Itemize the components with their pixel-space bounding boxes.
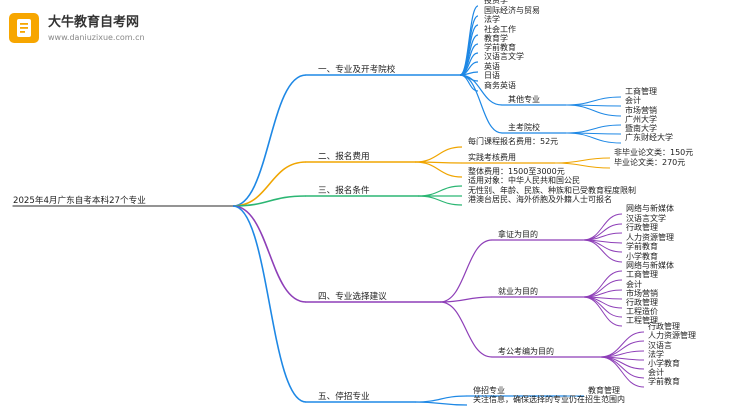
subtopic[interactable]: 拿证为目的 (498, 230, 538, 239)
leaf-topic[interactable]: 工程管理 (626, 316, 658, 325)
subtopic[interactable]: 法学 (484, 15, 500, 24)
leaf-topic[interactable]: 工商管理 (625, 87, 657, 96)
leaf-topic[interactable]: 毕业论文类：270元 (614, 158, 686, 167)
leaf-connector (554, 157, 611, 164)
leaf-topic[interactable]: 会计 (625, 96, 641, 105)
subtopic[interactable]: 商务英语 (484, 81, 516, 90)
leaf-topic[interactable]: 小学教育 (648, 359, 680, 368)
subtopic[interactable]: 社会工作 (484, 25, 516, 34)
subtopic[interactable]: 无性别、年龄、民族、种族和已受教育程度限制 (468, 186, 636, 195)
subtopic[interactable]: 实践考核费用 (468, 153, 516, 162)
subtopic[interactable]: 教育学 (484, 34, 508, 43)
book-logo-icon (9, 13, 39, 43)
subtopic[interactable]: 汉语言文学 (484, 52, 524, 61)
leaf-connector (599, 331, 645, 358)
subtopic-connector (417, 185, 463, 197)
subtopic[interactable]: 英语 (484, 62, 500, 71)
branch-topic[interactable]: 二、报名费用 (318, 152, 370, 162)
leaf-topic[interactable]: 会计 (626, 280, 642, 289)
subtopic[interactable]: 投资学 (484, 0, 508, 5)
leaf-connector (599, 356, 645, 388)
leaf-topic[interactable]: 学前教育 (626, 242, 658, 251)
branch-connector (232, 195, 307, 207)
site-name: 大牛教育自考网 (48, 15, 140, 30)
leaf-topic[interactable]: 市场营销 (626, 289, 658, 298)
leaf-topic[interactable]: 工商管理 (626, 270, 658, 279)
leaf-connector (565, 132, 622, 144)
subtopic[interactable]: 就业为目的 (498, 287, 538, 296)
leaf-connector (582, 239, 623, 263)
leaf-topic[interactable]: 学前教育 (648, 377, 680, 386)
branch-topic[interactable]: 一、专业及开考院校 (318, 65, 396, 75)
branch-topic[interactable]: 四、专业选择建议 (318, 292, 387, 302)
branch-topic[interactable]: 三、报名条件 (318, 186, 370, 196)
subtopic[interactable]: 港澳台居民、海外侨胞及外籍人士可报名 (468, 195, 612, 204)
leaf-topic[interactable]: 汉语言 (648, 341, 672, 350)
leaf-topic[interactable]: 暨南大学 (625, 124, 657, 133)
subtopic[interactable]: 关注信息，确保选择的专业仍在招生范围内 (473, 395, 625, 404)
subtopic-connector (439, 301, 493, 358)
leaf-connector (599, 340, 645, 358)
leaf-topic[interactable]: 网络与新媒体 (626, 261, 674, 270)
subtopic[interactable]: 整体费用：1500至3000元 (468, 167, 565, 176)
subtopic-connector (417, 195, 463, 206)
branch-connector (232, 205, 307, 403)
leaf-topic[interactable]: 人力资源管理 (648, 331, 696, 340)
subtopic[interactable]: 每门课程报名费用：52元 (468, 137, 559, 146)
leaf-topic[interactable]: 会计 (648, 368, 664, 377)
subtopic-connector (414, 161, 463, 178)
subtopic-connector (414, 395, 468, 403)
leaf-connector (582, 296, 623, 327)
subtopic[interactable]: 国际经济与贸易 (484, 6, 540, 15)
subtopic-connector (414, 146, 463, 163)
leaf-topic[interactable]: 小学教育 (626, 252, 658, 261)
site-url: www.daniuzixue.com.cn (48, 33, 145, 42)
leaf-topic[interactable]: 行政管理 (626, 223, 658, 232)
leaf-connector (565, 124, 622, 134)
leaf-connector (565, 96, 622, 106)
leaf-connector (582, 279, 623, 298)
branch-connector (232, 205, 307, 303)
branch-connector (232, 74, 307, 207)
subtopic-connector (414, 401, 468, 406)
subtopic[interactable]: 日语 (484, 71, 500, 80)
leaf-topic[interactable]: 广东财经大学 (625, 133, 673, 142)
subtopic[interactable]: 主考院校 (508, 123, 540, 132)
subtopic-connector (439, 239, 493, 303)
leaf-topic[interactable]: 人力资源管理 (626, 233, 674, 242)
leaf-topic[interactable]: 行政管理 (648, 322, 680, 331)
leaf-connector (554, 162, 611, 169)
branch-topic[interactable]: 五、停招专业 (318, 392, 370, 402)
leaf-topic[interactable]: 工程造价 (626, 307, 658, 316)
root-topic[interactable]: 2025年4月广东自考本科27个专业 (13, 196, 146, 206)
branch-connector (232, 161, 307, 207)
site-logo[interactable]: 大牛教育自考网 www.daniuzixue.com.cn (8, 12, 248, 52)
leaf-topic[interactable]: 汉语言文学 (626, 214, 666, 223)
leaf-connector (582, 296, 623, 318)
leaf-connector (565, 104, 622, 117)
leaf-topic[interactable]: 法学 (648, 350, 664, 359)
subtopic-connector (439, 296, 493, 303)
leaf-topic[interactable]: 市场营销 (625, 106, 657, 115)
leaf-topic[interactable]: 非毕业论文类：150元 (614, 148, 694, 157)
subtopic[interactable]: 适用对象：中华人民共和国公民 (468, 176, 580, 185)
leaf-topic[interactable]: 广州大学 (625, 115, 657, 124)
leaf-topic[interactable]: 教育管理 (588, 386, 620, 395)
subtopic[interactable]: 停招专业 (473, 386, 505, 395)
subtopic[interactable]: 其他专业 (508, 95, 540, 104)
subtopic-connector (459, 74, 503, 134)
leaf-topic[interactable]: 网络与新媒体 (626, 204, 674, 213)
subtopic[interactable]: 考公考编为目的 (498, 347, 554, 356)
leaf-topic[interactable]: 行政管理 (626, 298, 658, 307)
subtopic[interactable]: 学前教育 (484, 43, 516, 52)
